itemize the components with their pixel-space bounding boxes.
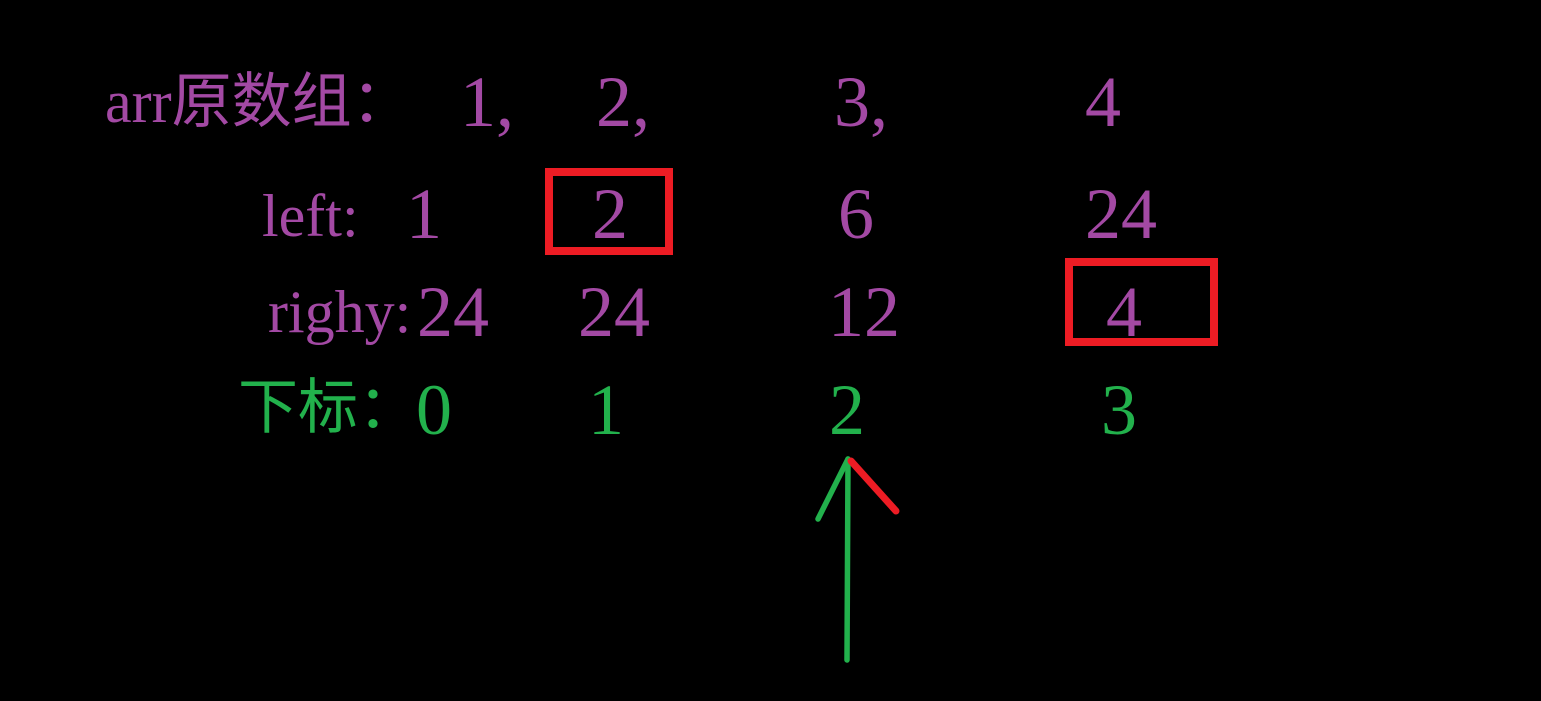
index-value-2: 2 [829, 370, 865, 450]
original-array-value-0: 1, [460, 62, 514, 142]
left-value-3: 24 [1085, 174, 1157, 254]
left-value-1: 2 [592, 174, 628, 254]
highlight-box-left-value [545, 168, 673, 255]
row-label-original-array: arr原数组： [105, 69, 412, 135]
row-label-index: 下标： [238, 375, 418, 441]
left-value-2: 6 [838, 174, 874, 254]
index-value-0: 0 [416, 370, 452, 450]
righy-value-1: 24 [578, 272, 650, 352]
arrow-right-barb [847, 457, 900, 515]
original-array-value-2: 3, [834, 62, 888, 142]
left-value-0: 1 [406, 174, 442, 254]
original-array-value-1: 2, [596, 62, 650, 142]
righy-value-2: 12 [828, 272, 900, 352]
highlight-box-righy-value [1065, 258, 1218, 346]
original-array-value-3: 4 [1085, 62, 1121, 142]
arrow-shaft [844, 456, 851, 663]
index-value-1: 1 [588, 370, 624, 450]
row-label-righy: righy: [268, 279, 412, 345]
index-value-3: 3 [1101, 370, 1137, 450]
arrow-left-barb [815, 456, 851, 522]
righy-value-0: 24 [417, 272, 489, 352]
righy-value-3: 4 [1106, 272, 1142, 352]
row-label-left: left: [262, 183, 359, 249]
